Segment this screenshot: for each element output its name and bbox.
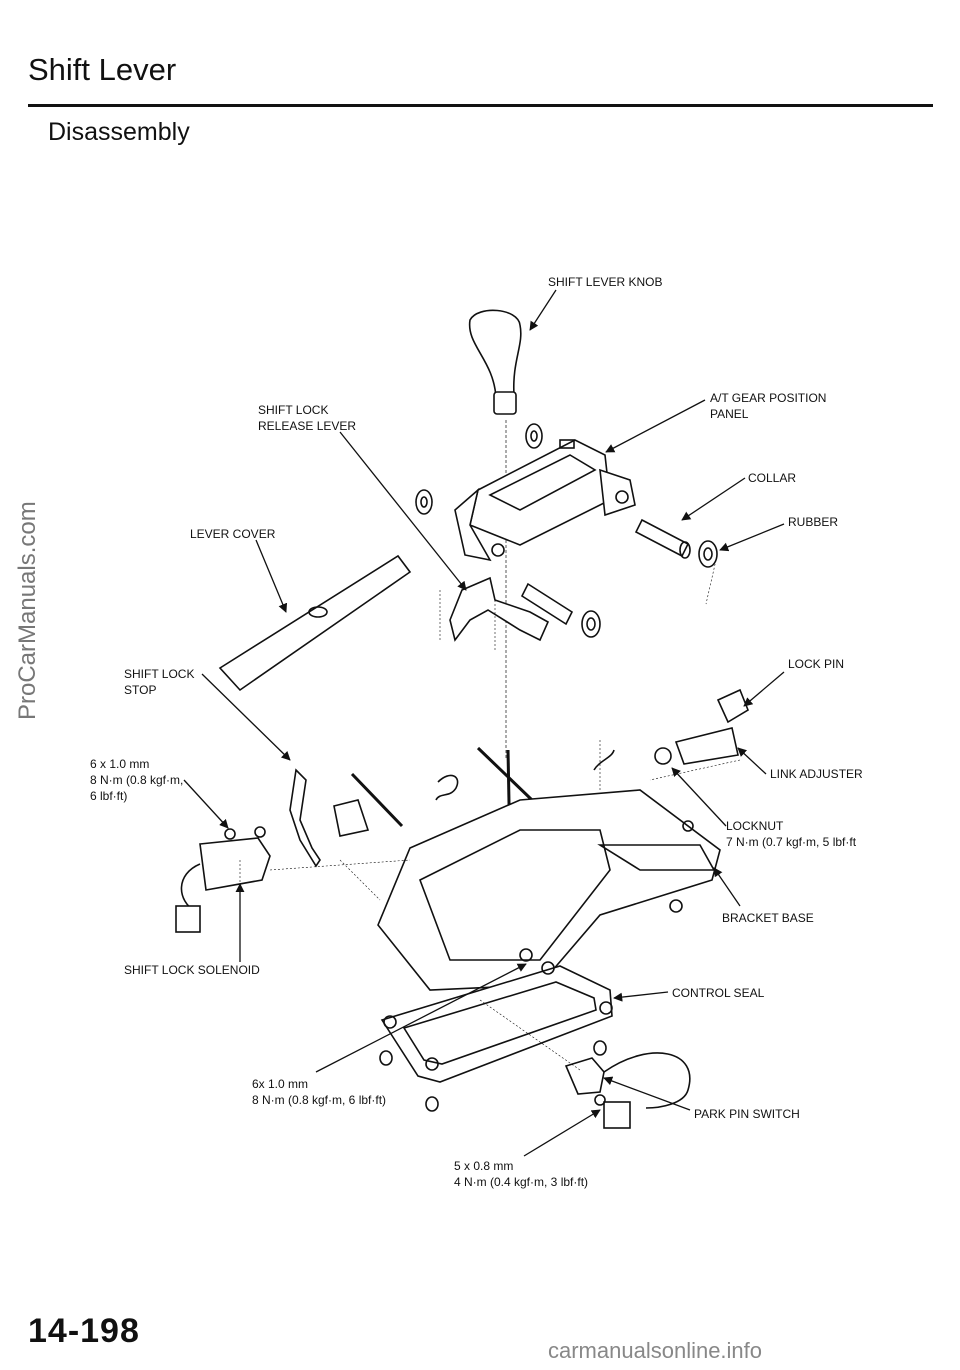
label-shift-lock-release-lever: SHIFT LOCK RELEASE LEVER (258, 403, 357, 433)
solenoid-part (175, 826, 271, 933)
label-park-pin-switch: PARK PIN SWITCH (694, 1107, 800, 1121)
label-lever-cover: LEVER COVER (190, 527, 276, 541)
side-watermark: ProCarManuals.com (14, 501, 41, 720)
label-bolt-5x08: 5 x 0.8 mm 4 N·m (0.4 kgf·m, 3 lbf·ft) (454, 1159, 589, 1189)
label-control-seal: CONTROL SEAL (672, 986, 765, 1000)
gear-panel-part (454, 439, 636, 562)
label-bracket-base: BRACKET BASE (722, 911, 814, 925)
section-subtitle: Disassembly (48, 118, 190, 146)
park-pin-switch-part (564, 1052, 691, 1129)
label-link-adjuster: LINK ADJUSTER (770, 767, 863, 781)
label-rubber: RUBBER (788, 515, 839, 529)
label-locknut: LOCKNUT 7 N·m (0.7 kgf·m, 5 lbf·ft (726, 819, 857, 849)
label-shift-lock-solenoid: SHIFT LOCK SOLENOID (124, 963, 260, 977)
page-number: 14-198 (28, 1312, 140, 1350)
label-bolt-6x1-lower: 6x 1.0 mm 8 N·m (0.8 kgf·m, 6 lbf·ft) (252, 1077, 387, 1107)
label-bolt-6x1-upper: 6 x 1.0 mm 8 N·m (0.8 kgf·m, 6 lbf·ft) (90, 757, 184, 803)
label-shift-lever-knob: SHIFT LEVER KNOB (548, 275, 663, 289)
title-rule (28, 104, 933, 107)
control-seal-part (380, 961, 613, 1083)
label-shift-lock-stop: SHIFT LOCK STOP (124, 667, 195, 697)
footer-watermark: carmanualsonline.info (548, 1338, 763, 1363)
shift-knob-part (468, 309, 522, 415)
label-lock-pin: LOCK PIN (788, 657, 845, 671)
label-collar: COLLAR (748, 471, 797, 485)
label-gear-position-panel: A/T GEAR POSITION PANEL (710, 391, 827, 421)
lever-cover-part (218, 554, 412, 692)
bracket-base-part (377, 789, 721, 991)
page-title: Shift Lever (28, 52, 177, 87)
